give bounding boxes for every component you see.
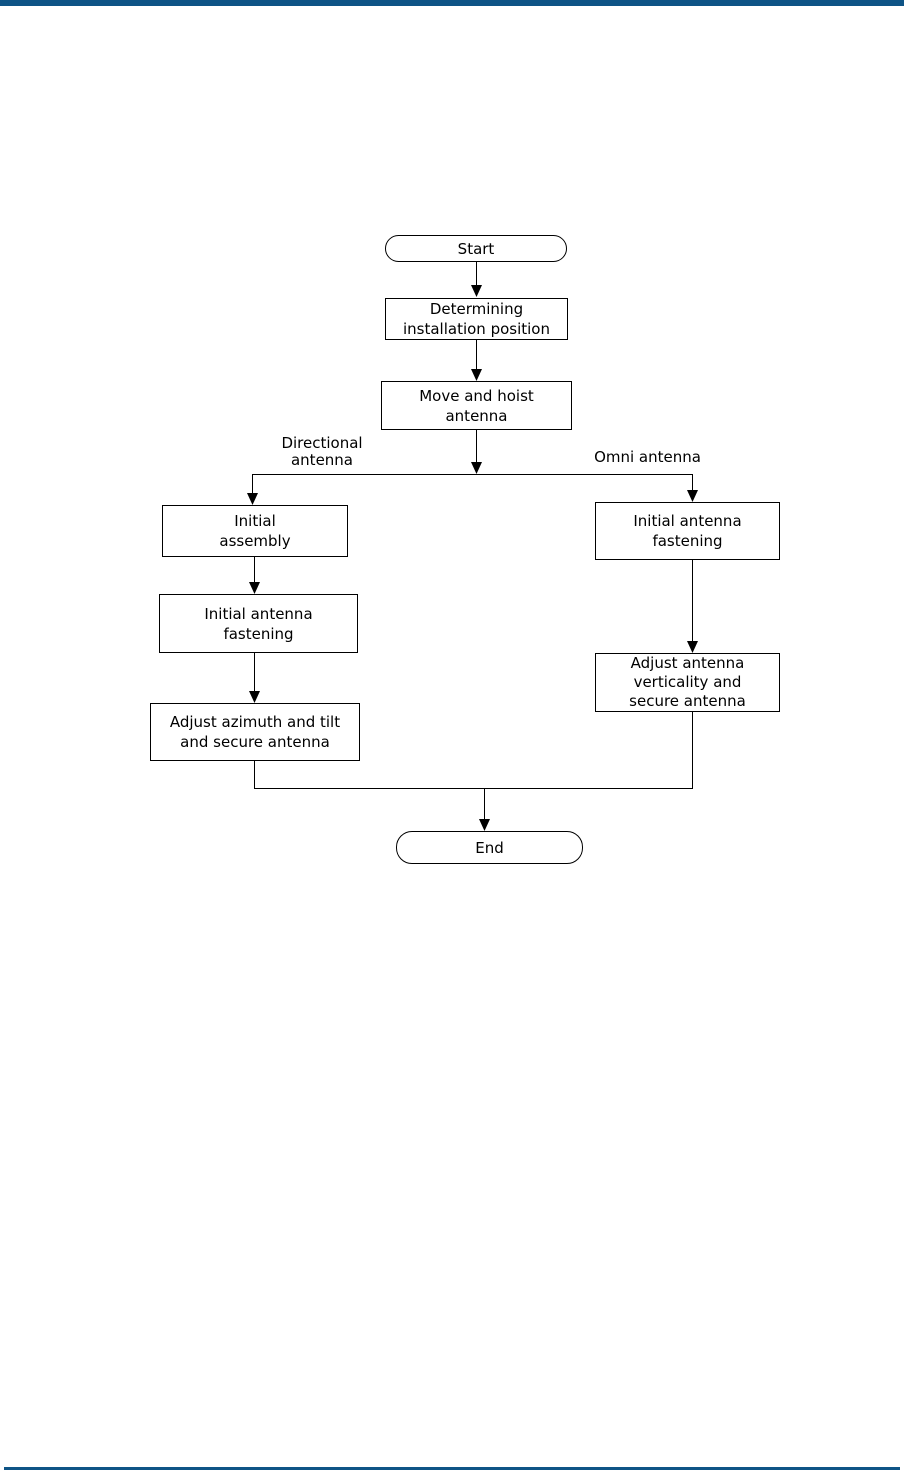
node-label-adjust-azimuth: Adjust azimuth and tilt and secure anten… — [169, 713, 341, 751]
node-label-move-hoist: Move and hoist antenna — [419, 386, 534, 425]
arrowhead-left-fastening — [249, 582, 260, 594]
page-top-bar — [0, 0, 904, 6]
node-label-left-fastening: Initial antenna fastening — [204, 604, 313, 643]
arrowhead-determine — [471, 285, 482, 297]
flow-node-initial-antenna-fastening-left: Initial antenna fastening — [159, 594, 358, 653]
arrowhead-initial-assembly — [247, 493, 258, 505]
flow-node-initial-antenna-fastening-right: Initial antenna fastening — [595, 502, 780, 560]
arrowhead-move — [471, 369, 482, 381]
arrowhead-adjust-azimuth — [249, 691, 260, 703]
flow-node-start: Start — [385, 235, 567, 262]
node-label-start: Start — [457, 239, 495, 258]
flow-node-end: End — [396, 831, 583, 864]
flow-node-adjust-azimuth-and-tilt: Adjust azimuth and tilt and secure anten… — [150, 703, 360, 761]
node-label-right-fastening: Initial antenna fastening — [633, 512, 742, 550]
flow-node-adjust-antenna-verticality: Adjust antenna verticality and secure an… — [595, 653, 780, 712]
arrowhead-right-fastening — [687, 490, 698, 502]
branch-label-directional-antenna: Directional antenna — [281, 434, 363, 469]
branch-label-omni-antenna: Omni antenna — [594, 448, 701, 466]
node-label-end: End — [475, 838, 504, 857]
node-label-initial-assembly: Initial assembly — [219, 512, 291, 550]
node-label-adjust-verticality: Adjust antenna verticality and secure an… — [629, 654, 746, 710]
flow-node-determining-installation-position: Determining installation position — [385, 298, 568, 340]
page-bottom-rule — [4, 1467, 900, 1470]
arrowhead-adjust-verticality — [687, 641, 698, 653]
flow-node-initial-assembly: Initial assembly — [162, 505, 348, 557]
node-label-determine: Determining installation position — [402, 300, 550, 338]
arrowhead-branch-junction — [471, 462, 482, 474]
arrowhead-end — [479, 819, 490, 831]
flow-node-move-and-hoist-antenna: Move and hoist antenna — [381, 381, 572, 430]
